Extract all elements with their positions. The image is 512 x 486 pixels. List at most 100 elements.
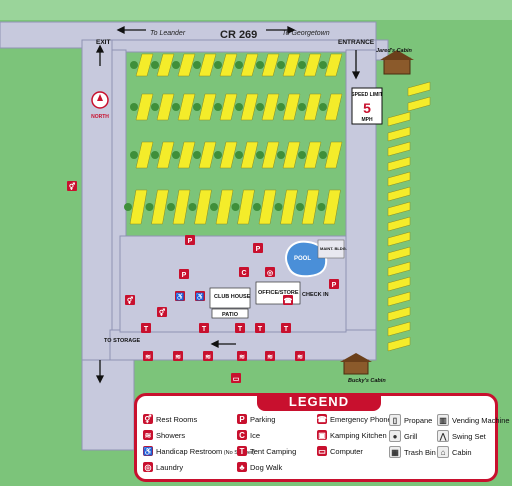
rv-site <box>240 53 259 77</box>
rv-site <box>387 111 411 127</box>
showers-marker: ≋ <box>237 351 247 361</box>
rest-rooms-glyph: ⚥ <box>159 308 166 317</box>
laundry-glyph: ◎ <box>267 270 273 277</box>
handicap-icon: ♿ <box>143 446 153 456</box>
laundry-marker: ◎ <box>265 267 275 277</box>
rv-site <box>177 93 196 121</box>
rest-rooms-glyph: ⚥ <box>69 182 76 191</box>
legend-item-laundry: ◎Laundry <box>143 462 183 472</box>
legend-label: Computer <box>330 446 363 456</box>
rv-site <box>135 141 154 169</box>
tree-icon <box>151 61 159 69</box>
laundry-icon <box>265 267 275 277</box>
parking-glyph: P <box>332 282 337 289</box>
parking-icon <box>179 269 189 279</box>
tent-icon: T <box>237 446 247 456</box>
tree-icon <box>298 103 306 111</box>
propane-icon: ▯ <box>389 414 401 426</box>
patio <box>211 308 249 319</box>
tree-icon <box>253 203 261 211</box>
rv-site <box>407 81 431 97</box>
legend-label: Parking <box>250 414 276 424</box>
tree-icon <box>214 103 222 111</box>
tree-icon <box>235 103 243 111</box>
parking-icon <box>253 243 263 253</box>
maint-building-label: MAINT. BLDG. <box>320 246 347 251</box>
tree-icon <box>274 203 283 211</box>
rv-site <box>282 93 301 121</box>
maint-building <box>317 239 345 259</box>
tent-icon <box>235 323 245 333</box>
legend-item-swing: ⋀Swing Set <box>437 430 486 442</box>
rv-site <box>240 141 259 169</box>
tree-icon <box>214 151 222 159</box>
tent-icon <box>255 323 265 333</box>
handicap-glyph: ♿ <box>196 292 205 301</box>
arrow-down-storage-icon <box>95 375 105 384</box>
rv-site <box>301 189 320 225</box>
to-storage-label: TO STORAGE <box>104 338 140 344</box>
legend-item-cabin: ⌂Cabin <box>437 446 472 458</box>
rv-site <box>240 93 259 121</box>
rv-site <box>324 53 343 77</box>
legend-label: Grill <box>404 431 418 441</box>
tree-icon <box>256 151 264 159</box>
cabin-icon <box>383 57 411 75</box>
tree-icon <box>151 151 159 159</box>
arrow-up-exit-icon <box>95 44 105 53</box>
tree-icon <box>277 61 285 69</box>
exit-label: EXIT <box>96 39 110 46</box>
legend-label: Rest Rooms <box>156 414 198 424</box>
tent-glyph: T <box>238 326 243 333</box>
rv-site <box>303 141 322 169</box>
trees <box>124 61 327 211</box>
club-house-label: CLUB HOUSE <box>214 294 251 300</box>
pool-shape <box>285 240 328 278</box>
ice-icon <box>239 267 249 277</box>
entrance-label: ENTRANCE <box>338 39 375 46</box>
north-label: NORTH <box>91 114 109 120</box>
handicap-icon <box>175 291 185 301</box>
tree-icon <box>193 61 201 69</box>
legend-item-grill: ●Grill <box>389 430 417 442</box>
rv-site <box>156 53 175 77</box>
tent-icon <box>141 323 151 333</box>
tree-icon <box>319 151 327 159</box>
rv-site <box>219 93 238 121</box>
tree-icon <box>188 203 197 211</box>
rest-rooms-icon <box>157 307 167 317</box>
arrow-down-entrance-icon <box>351 71 361 80</box>
legend-item-kitchen: ▣Kamping Kitchen <box>317 430 387 440</box>
rv-site <box>324 93 343 121</box>
tree-icon <box>193 151 201 159</box>
rv-site <box>387 276 411 292</box>
rv-site <box>387 186 411 202</box>
tree-icon <box>277 103 285 111</box>
tree-icon <box>298 61 306 69</box>
rest-rooms-marker: ⚥ <box>67 181 77 191</box>
rv-site <box>135 53 154 77</box>
rv-site <box>156 93 175 121</box>
tree-icon <box>172 103 180 111</box>
legend-label: Kamping Kitchen <box>330 430 387 440</box>
legend-label: Vending Machine <box>452 415 510 425</box>
storage-road <box>81 359 135 451</box>
tree-icon <box>172 151 180 159</box>
showers-icon <box>237 351 247 361</box>
arrow-left-top-icon <box>116 25 125 35</box>
showers-marker: ≋ <box>203 351 213 361</box>
rest-rooms-icon: ⚥ <box>143 414 153 424</box>
rv-site <box>323 189 341 225</box>
handicap-glyph: ♿ <box>176 292 185 301</box>
legend-label: Emergency Phone <box>330 414 392 424</box>
parking-marker: P <box>185 235 195 245</box>
legend-label: Swing Set <box>452 431 486 441</box>
tree-icon <box>167 203 175 211</box>
rv-site <box>303 53 322 77</box>
showers-marker: ≋ <box>295 351 305 361</box>
tent-glyph: T <box>144 326 149 333</box>
cabin-icon <box>343 359 369 375</box>
rv-site <box>258 189 277 225</box>
